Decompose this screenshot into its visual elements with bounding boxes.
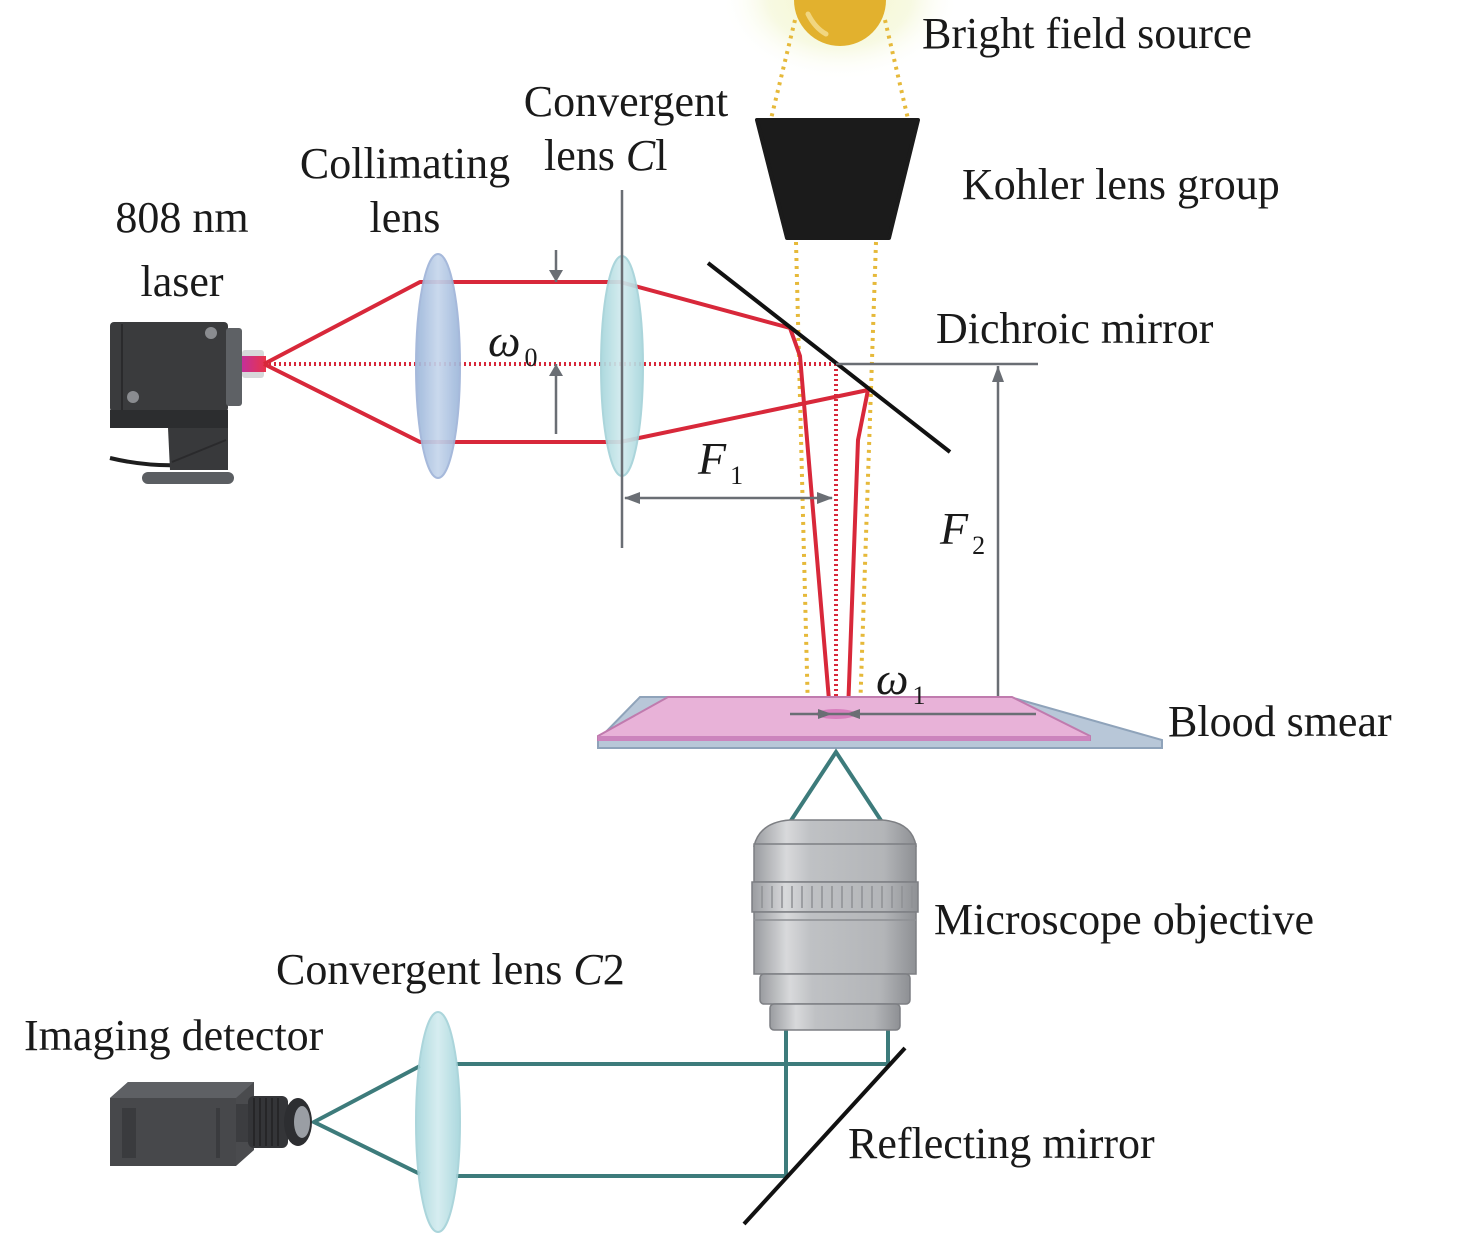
c1-italic: C — [625, 131, 656, 180]
omega0-base: ω — [488, 315, 521, 366]
bright-field-source-label: Bright field source — [922, 9, 1252, 58]
imaging-detector-label: Imaging detector — [24, 1011, 324, 1060]
imaging-light-path — [309, 748, 890, 1178]
reflecting-mirror-icon — [742, 1046, 907, 1226]
blood-smear-slide-icon — [597, 696, 1163, 749]
laser-label: 808 nm laser — [92, 196, 272, 304]
laser-beam-path — [263, 280, 870, 713]
imaging-detector-icon — [110, 1082, 312, 1166]
convergent-lens-c1-label: Convergent lens Cl — [494, 80, 758, 178]
microscope-objective-label: Microscope objective — [934, 895, 1314, 944]
laser-label-line2: laser — [140, 257, 224, 306]
omega1-base: ω — [876, 653, 909, 704]
f1-sub: 1 — [730, 461, 744, 490]
c2-suffix: 2 — [602, 945, 625, 994]
convergent-lens-c2-label: Convergent lens C2 — [276, 948, 625, 992]
dichroic-mirror-icon — [706, 261, 952, 454]
blood-smear-label: Blood smear — [1168, 697, 1392, 746]
collimating-lens-label-line1: Collimating — [299, 139, 511, 188]
f2-base: F — [940, 503, 969, 554]
collimating-lens-label-line2: lens — [369, 193, 441, 242]
omega1-sub: 1 — [912, 681, 926, 710]
f2-sub: 2 — [972, 531, 986, 560]
collimating-lens-label: Collimating lens — [272, 142, 538, 240]
microscope-objective-icon — [751, 819, 919, 1031]
kohler-lens-group-icon — [755, 118, 920, 240]
laser-label-line1: 808 nm — [115, 193, 249, 242]
c1-prefix: lens — [544, 131, 626, 180]
dichroic-mirror-label: Dichroic mirror — [936, 304, 1214, 353]
convergent-lens-c2-icon — [415, 1011, 461, 1233]
convergent-lens-c1-label-line1: Convergent — [523, 77, 729, 126]
collimating-lens-icon — [415, 253, 461, 479]
c1-suffix: l — [655, 131, 668, 180]
kohler-lens-group-label: Kohler lens group — [962, 160, 1280, 209]
c2-prefix: Convergent lens — [276, 945, 574, 994]
convergent-lens-c1-label-line2: lens Cl — [494, 134, 758, 178]
omega0-sub: 0 — [524, 343, 538, 372]
laser-optical-axis — [264, 362, 838, 712]
convergent-lens-c1-icon — [600, 190, 644, 548]
bright-field-light-path — [769, 19, 910, 713]
reflecting-mirror-label: Reflecting mirror — [848, 1119, 1155, 1168]
omega0-dimension — [549, 250, 563, 434]
bright-field-source-icon — [720, 0, 960, 115]
f1-base: F — [698, 433, 727, 484]
f1-dimension — [624, 492, 833, 504]
laser-icon — [109, 322, 266, 484]
c2-italic: C — [573, 945, 603, 994]
omega1-dimension — [790, 709, 1036, 719]
